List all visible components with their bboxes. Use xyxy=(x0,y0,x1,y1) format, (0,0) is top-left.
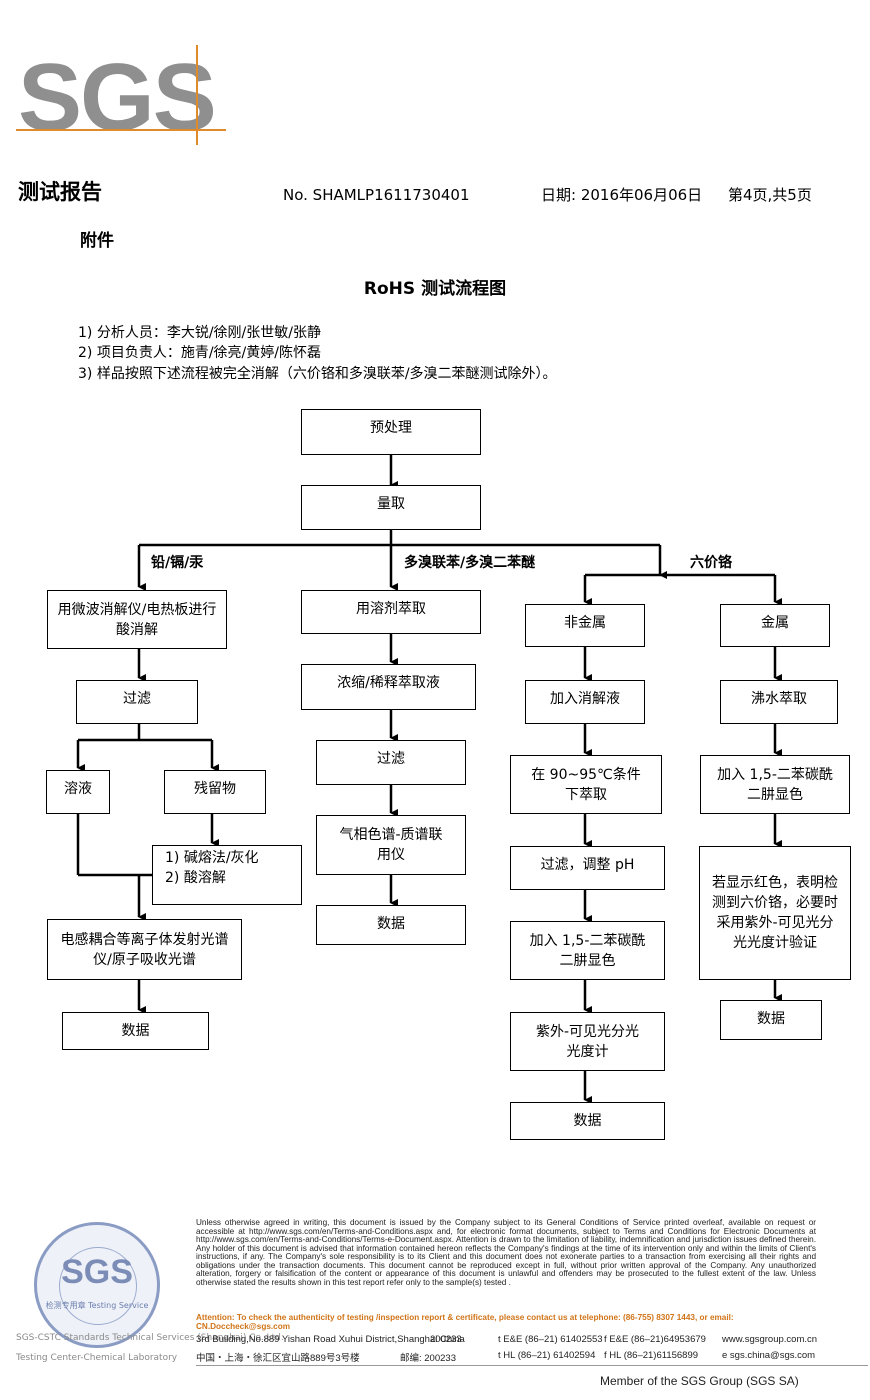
box-filter-1-label: 过滤 xyxy=(123,691,151,707)
box-hot-extraction-label: 在 90~95℃条件下萃取 xyxy=(531,766,641,803)
box-filter-2: 过滤 xyxy=(316,740,466,785)
authenticity-notice: Attention: To check the authenticity of … xyxy=(196,1313,734,1331)
box-data-2-label: 数据 xyxy=(377,916,405,932)
box-add-dpc-1-label: 加入 1,5-二苯碳酰二肼显色 xyxy=(529,932,646,969)
box-boiling-water-extraction-label: 沸水萃取 xyxy=(751,691,807,707)
box-filter-1: 过滤 xyxy=(76,680,198,724)
box-metal-label: 金属 xyxy=(761,615,789,631)
box-data-1-label: 数据 xyxy=(121,1023,150,1039)
box-measure-label: 量取 xyxy=(377,496,405,512)
box-gcms: 气相色谱-质谱联用仪 xyxy=(316,815,466,875)
logo-accent-vertical xyxy=(196,45,198,145)
box-concentrate-dilute-label: 浓缩/稀释萃取液 xyxy=(337,675,440,691)
box-filter-2-label: 过滤 xyxy=(377,751,405,767)
seal-inner-ring xyxy=(59,1247,137,1325)
footer-lab-name: Testing Center-Chemical Laboratory xyxy=(16,1353,178,1363)
box-data-4-label: 数据 xyxy=(757,1011,785,1027)
report-title: 测试报告 xyxy=(18,180,102,204)
box-red-verification: 若显示红色，表明检测到六价铬，必要时采用紫外-可见光分光光度计验证 xyxy=(699,846,851,980)
page-indicator: 第4页,共5页 xyxy=(728,186,812,204)
footer-divider xyxy=(196,1365,868,1366)
testing-service-seal: SGS 检测专用章 Testing Service xyxy=(34,1222,160,1348)
zip-chinese: 邮编: 200233 xyxy=(400,1353,456,1364)
box-filter-adjust-ph-label: 过滤，调整 pH xyxy=(540,857,635,873)
fax-ee: f E&E (86–21)64953679 xyxy=(604,1334,706,1345)
box-data-1: 数据 xyxy=(62,1012,209,1050)
box-uvvis-1: 紫外-可见光分光光度计 xyxy=(510,1012,665,1071)
branch-label-cr6: 六价铬 xyxy=(690,555,732,571)
box-pretreatment: 预处理 xyxy=(301,409,481,455)
box-pretreatment-label: 预处理 xyxy=(370,420,412,436)
box-solution-label: 溶液 xyxy=(64,781,92,797)
legal-disclaimer: Unless otherwise agreed in writing, this… xyxy=(196,1218,816,1287)
note-digestion: 3) 样品按照下述流程被完全消解（六价铬和多溴联苯/多溴二苯醚测试除外）。 xyxy=(78,366,557,382)
box-metal: 金属 xyxy=(720,604,830,647)
logo-accent-horizontal xyxy=(16,129,226,131)
box-uvvis-1-label: 紫外-可见光分光光度计 xyxy=(535,1023,640,1060)
website-link[interactable]: www.sgsgroup.com.cn xyxy=(722,1334,818,1345)
member-statement: Member of the SGS Group (SGS SA) xyxy=(600,1374,799,1388)
footer-company-name: SGS-CSTC Standards Technical Services (S… xyxy=(16,1333,284,1343)
branch-label-heavy-metals: 铅/镉/汞 xyxy=(151,555,204,571)
box-acid-digestion: 用微波消解仪/电热板进行酸消解 xyxy=(47,590,227,649)
box-nonmetal-label: 非金属 xyxy=(564,615,606,631)
report-number: No. SHAMLP1611730401 xyxy=(283,186,470,204)
branch-label-pbb-pbde: 多溴联苯/多溴二苯醚 xyxy=(404,555,536,571)
box-solvent-extraction-label: 用溶剂萃取 xyxy=(356,601,426,617)
box-add-digest-solution-label: 加入消解液 xyxy=(550,691,620,707)
flowchart-connectors xyxy=(76,455,782,1104)
flowchart-title: RoHS 测试流程图 xyxy=(363,279,507,299)
box-data-3: 数据 xyxy=(510,1102,665,1140)
seal-brand: SGS xyxy=(61,1253,133,1291)
phone-hl: t HL (86–21) 61402594 xyxy=(498,1350,596,1361)
box-data-3-label: 数据 xyxy=(573,1113,602,1129)
box-concentrate-dilute: 浓缩/稀释萃取液 xyxy=(301,664,476,710)
box-alkali-fusion-step1: 1) 碱熔法/灰化 xyxy=(165,850,259,866)
phone-ee: t E&E (86–21) 61402553 xyxy=(498,1334,603,1345)
box-icp-aas-label: 电感耦合等离子体发射光谱仪/原子吸收光谱 xyxy=(60,931,229,968)
box-hot-extraction: 在 90~95℃条件下萃取 xyxy=(510,755,662,814)
box-add-digest-solution: 加入消解液 xyxy=(525,680,645,724)
annex-heading: 附件 xyxy=(80,231,114,251)
address-english: 3rd Building,No.889 Yishan Road Xuhui Di… xyxy=(196,1334,465,1345)
report-date: 日期: 2016年06月06日 xyxy=(541,186,703,204)
address-chinese: 中国・上海・徐汇区宜山路889号3号楼 xyxy=(196,1353,360,1364)
zip-english: 200233 xyxy=(430,1334,462,1345)
box-data-4: 数据 xyxy=(720,1000,822,1040)
box-filter-adjust-ph: 过滤，调整 pH xyxy=(510,846,665,890)
seal-label: 检测专用章 Testing Service xyxy=(45,1301,149,1310)
box-alkali-fusion: 1) 碱熔法/灰化 2) 酸溶解 xyxy=(152,845,302,905)
box-nonmetal: 非金属 xyxy=(525,604,645,647)
box-add-dpc-2-label: 加入 1,5-二苯碳酰二肼显色 xyxy=(717,766,833,803)
box-red-verification-label: 若显示红色，表明检测到六价铬，必要时采用紫外-可见光分光光度计验证 xyxy=(712,875,838,951)
email-link[interactable]: e sgs.china@sgs.com xyxy=(722,1350,816,1361)
box-acid-digestion-label: 用微波消解仪/电热板进行酸消解 xyxy=(57,601,217,638)
box-residue: 残留物 xyxy=(164,770,266,814)
box-add-dpc-2: 加入 1,5-二苯碳酰二肼显色 xyxy=(700,755,850,814)
box-data-2: 数据 xyxy=(316,905,466,945)
box-solvent-extraction: 用溶剂萃取 xyxy=(301,590,481,634)
fax-hl: f HL (86–21)61156899 xyxy=(604,1350,699,1361)
box-icp-aas: 电感耦合等离子体发射光谱仪/原子吸收光谱 xyxy=(47,919,242,980)
box-gcms-label: 气相色谱-质谱联用仪 xyxy=(339,827,443,863)
box-add-dpc-1: 加入 1,5-二苯碳酰二肼显色 xyxy=(510,921,665,980)
box-residue-label: 残留物 xyxy=(194,781,236,797)
note-project-lead: 2) 项目负责人：施青/徐亮/黄婷/陈怀磊 xyxy=(78,345,321,361)
box-measure: 量取 xyxy=(301,485,481,530)
box-alkali-fusion-step2: 2) 酸溶解 xyxy=(165,870,226,886)
box-solution: 溶液 xyxy=(46,770,110,814)
note-analysts: 1) 分析人员：李大锐/徐刚/张世敏/张静 xyxy=(78,325,321,341)
box-boiling-water-extraction: 沸水萃取 xyxy=(720,680,838,724)
